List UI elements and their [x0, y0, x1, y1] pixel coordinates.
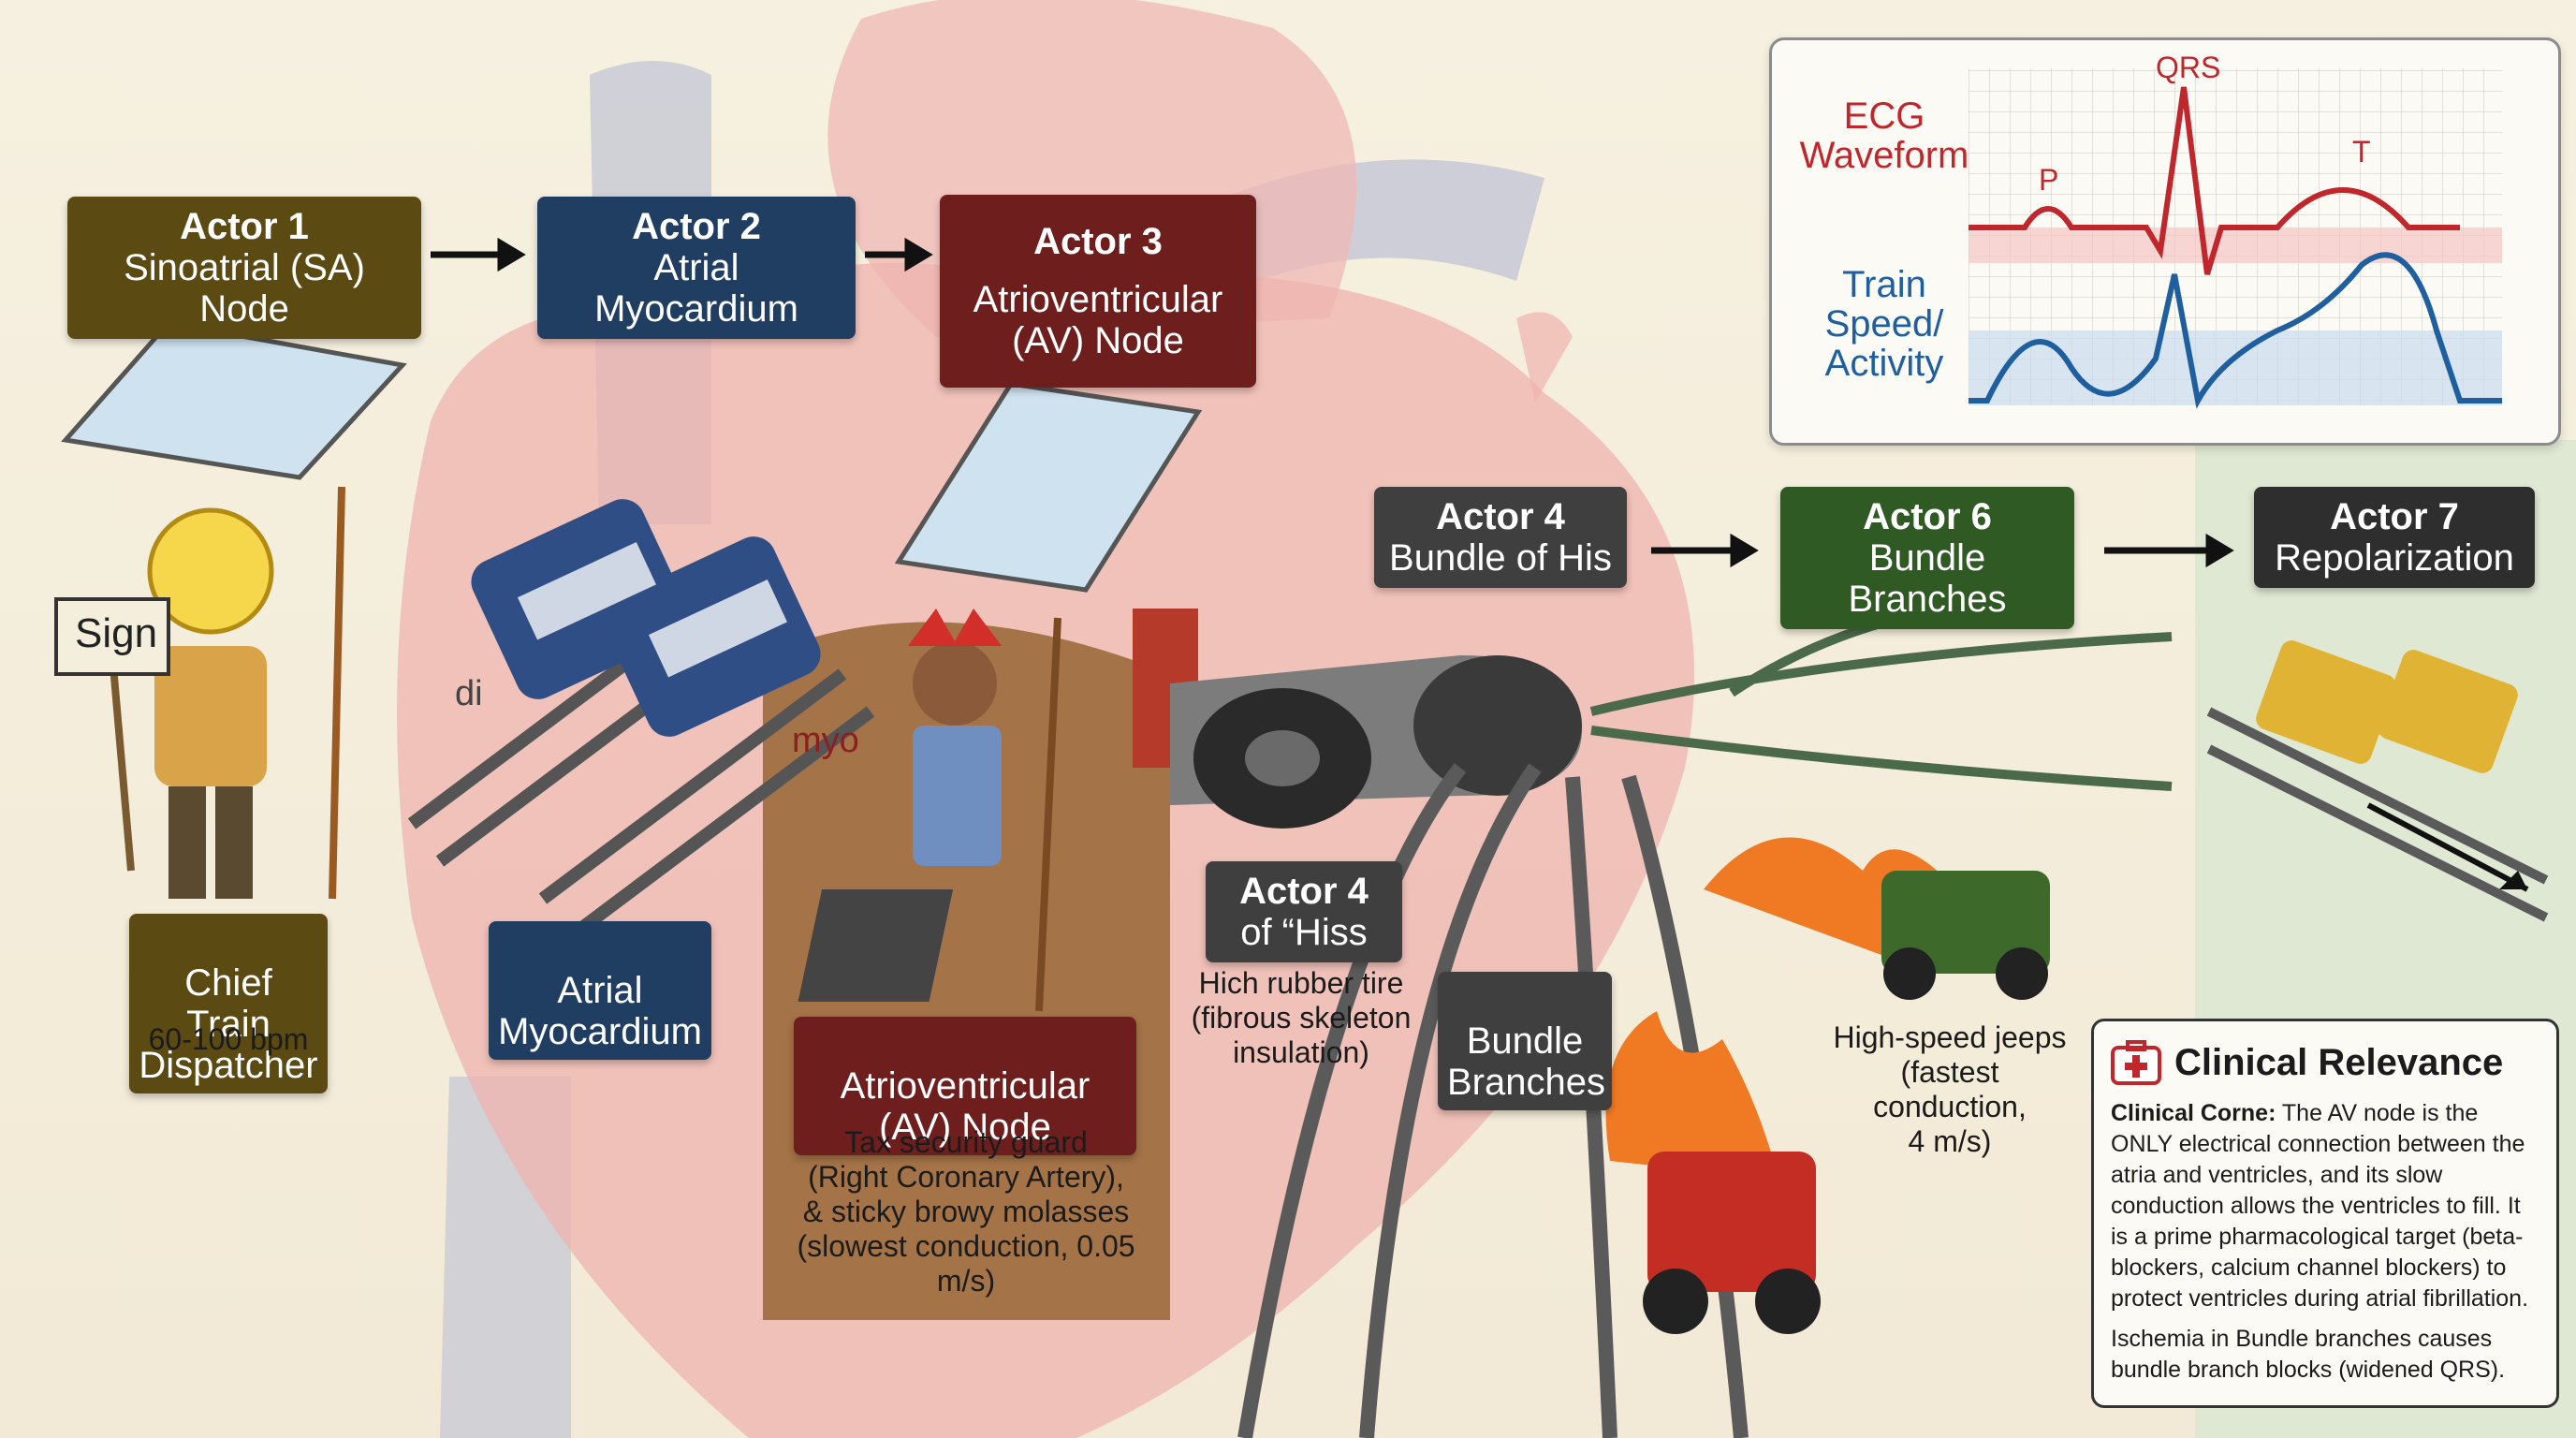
- clinical-paragraph-1: Clinical Corne: The AV node is the ONLY …: [2111, 1098, 2539, 1314]
- ecg-title: ECG Waveform: [1799, 95, 1969, 176]
- ecg-chart: P QRS T: [1969, 51, 2502, 409]
- bundle-branches-scene-label: Bundle Branches: [1438, 972, 1612, 1110]
- scribble-di: di: [455, 674, 483, 713]
- av-node-scene-text: Atrioventricular (AV) Node: [840, 1065, 1090, 1148]
- clinical-lead: Clinical Corne:: [2111, 1100, 2276, 1126]
- actor-6-name: Bundle Branches: [1848, 537, 2007, 620]
- scribble-myo: myo: [792, 721, 859, 760]
- ecg-trace: [1969, 86, 2460, 275]
- clinical-paragraph-2: Ischemia in Bundle branches causes bundl…: [2111, 1326, 2506, 1383]
- actor-3-title: Actor 3: [1033, 221, 1163, 262]
- actor-1-sa-node: Actor 1 Sinoatrial (SA) Node: [67, 197, 421, 339]
- speed-trace: [1969, 252, 2502, 409]
- av-node-caption: Tax security guard (Right Coronary Arter…: [797, 1125, 1135, 1298]
- ecg-subtitle: Train Speed/ Activity: [1824, 264, 1944, 384]
- solar-panels: [61, 320, 1203, 593]
- actor-4b-name: of “Hiss: [1240, 912, 1368, 953]
- ecg-panel: ECG Waveform Train Speed/ Activity P QRS…: [1769, 37, 2561, 446]
- actor-1-name: Sinoatrial (SA) Node: [124, 247, 365, 330]
- tire-caption: Hich rubber tire (fibrous skeleton insul…: [1191, 966, 1412, 1069]
- first-aid-icon: [2111, 1040, 2161, 1085]
- actor-3-av-node: Actor 3 Atrioventricular (AV) Node: [940, 195, 1256, 388]
- actor-1-title: Actor 1: [180, 206, 309, 247]
- actor-4-hiss-label: Actor 4 of “Hiss: [1206, 861, 1402, 962]
- actor-4-title: Actor 4: [1436, 496, 1565, 537]
- actor-2-title: Actor 2: [632, 206, 761, 247]
- green-jeep: [1704, 837, 2050, 1000]
- actor-6-bundle-branches: Actor 6 Bundle Branches: [1780, 487, 2074, 629]
- av-node-scene-label: Atrioventricular (AV) Node: [794, 1017, 1136, 1155]
- actor-2-atrial-myocardium: Actor 2 Atrial Myocardium: [537, 197, 856, 339]
- clinical-title: Clinical Relevance: [2174, 1041, 2504, 1083]
- actor-7-title: Actor 7: [2330, 496, 2459, 537]
- dispatcher-text: Chief Train Dispatcher: [139, 962, 318, 1086]
- dispatcher-figure: [54, 486, 345, 900]
- bundle-branches-scene-text: Bundle Branches: [1447, 1020, 1605, 1103]
- peak-qrs-label: QRS: [2156, 51, 2220, 84]
- security-guard: [908, 609, 1061, 1012]
- atrial-myocardium-text: Atrial Myocardium: [498, 970, 702, 1052]
- jeeps-caption: High-speed jeeps (fastest conduction, 4 …: [1833, 1020, 2067, 1158]
- actor-6-title: Actor 6: [1863, 496, 1992, 537]
- atrial-myocardium-label: Atrial Myocardium: [489, 921, 711, 1060]
- actor-3-name: Atrioventricular (AV) Node: [973, 279, 1223, 361]
- peak-t-label: T: [2352, 135, 2371, 169]
- dispatcher-rate: 60-100 bpm: [148, 1022, 309, 1056]
- flow-arrows: [431, 237, 2234, 568]
- red-jeep: [1605, 1011, 1821, 1334]
- commuter-trains: [471, 499, 821, 737]
- clinical-text-1: The AV node is the ONLY electrical conne…: [2111, 1100, 2529, 1312]
- grate: [798, 889, 954, 1002]
- actor-4-bundle-of-his: Actor 4 Bundle of His: [1374, 487, 1627, 588]
- actor-4b-title: Actor 4: [1239, 871, 1368, 912]
- sign-text: Sign: [75, 610, 158, 656]
- dispatcher-label: Chief Train Dispatcher: [129, 914, 328, 1093]
- peak-p-label: P: [2039, 163, 2058, 197]
- actor-7-repolarization: Actor 7 Repolarization: [2254, 487, 2535, 588]
- actor-2-name: Atrial Myocardium: [594, 247, 798, 330]
- yellow-train: [2206, 640, 2549, 922]
- clinical-relevance-box: Clinical Relevance Clinical Corne: The A…: [2091, 1019, 2559, 1408]
- actor-4-name: Bundle of His: [1389, 537, 1612, 579]
- actor-7-name: Repolarization: [2275, 537, 2514, 579]
